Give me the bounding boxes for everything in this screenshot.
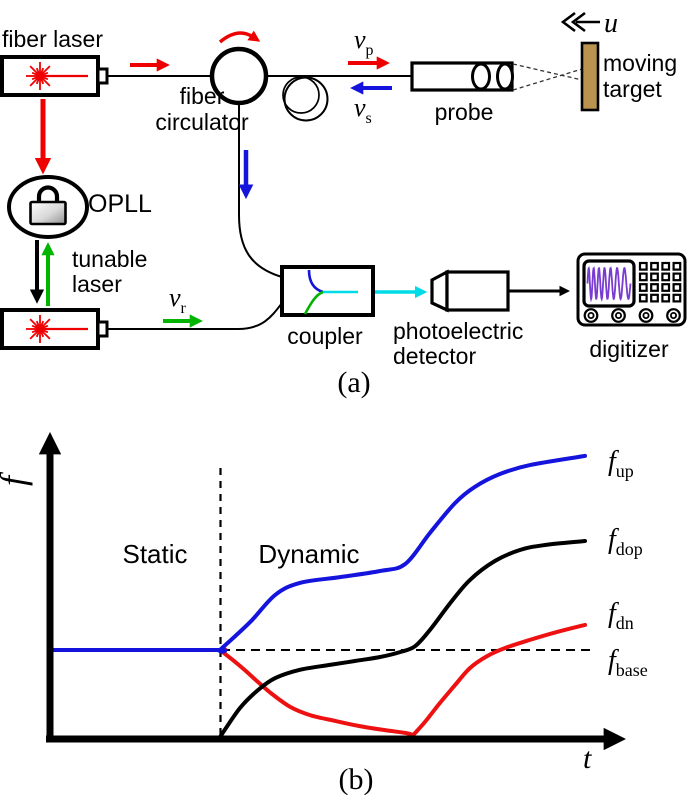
fiber-link <box>107 302 283 330</box>
digitizer-button <box>638 283 648 292</box>
fiber-coil-icon <box>283 76 329 122</box>
digitizer-button <box>661 272 671 282</box>
panel-b: f t Static Dynamic fup fdop fdn fbase (b… <box>0 431 648 795</box>
laser-emission-icon <box>26 315 88 343</box>
beam-path-dashed <box>512 68 583 91</box>
tunable-laser-connector <box>96 320 109 338</box>
fiber-circulator-icon <box>209 46 269 106</box>
padlock-icon <box>29 185 67 226</box>
digitizer-label: digitizer <box>589 336 669 362</box>
moving-target-bar <box>580 41 600 112</box>
digitizer-knob-dot <box>642 311 650 319</box>
digitizer-knobs <box>583 308 681 323</box>
photodetector-body <box>445 270 510 312</box>
digitizer-button <box>638 261 648 271</box>
region-static-label: Static <box>122 539 187 569</box>
fbase-label: fbase <box>608 645 648 680</box>
digitizer-button <box>672 283 682 292</box>
laser-emission-icon <box>26 62 88 90</box>
nu-p-label: νp <box>354 25 374 59</box>
digitizer-button <box>672 272 682 282</box>
digitizer-waveform-icon <box>586 265 632 303</box>
curve-fup <box>48 453 587 654</box>
digitizer-button <box>638 293 648 303</box>
region-dynamic-label: Dynamic <box>258 539 359 569</box>
coupler-label: coupler <box>287 323 363 349</box>
probe-lens <box>496 62 514 91</box>
circulator-label-1: fiber <box>180 83 225 109</box>
photodetector-nose <box>430 269 449 313</box>
fiber-coil-icon <box>282 76 320 114</box>
velocity-arrow <box>560 11 600 33</box>
fup-label: fup <box>608 446 634 481</box>
tunable-laser-label-2: laser <box>72 271 122 297</box>
digitizer-button <box>650 293 659 303</box>
opll-label: OPLL <box>88 190 152 218</box>
digitizer-button <box>638 272 648 282</box>
x-axis-label: t <box>583 742 592 775</box>
fdop-label: fdop <box>608 524 643 559</box>
panel-a: fiber laser fiber circulator νp νs probe <box>0 8 687 399</box>
y-axis-label: f <box>0 471 33 486</box>
digitizer-knob-dot <box>587 311 595 319</box>
caption-a: (a) <box>337 366 370 399</box>
curve-fdop <box>218 539 587 739</box>
fdn-label: fdn <box>608 598 634 633</box>
fiber-laser-label: fiber laser <box>2 26 103 52</box>
target-label-2: target <box>603 76 662 102</box>
digitizer-button <box>661 283 671 292</box>
beam-path-dashed <box>512 63 583 81</box>
digitizer-button <box>661 261 671 271</box>
digitizer-knob-dot <box>615 311 623 319</box>
nu-r-label: νr <box>169 283 187 317</box>
detector-label-2: detector <box>393 343 476 369</box>
nu-s-label: νs <box>354 93 372 127</box>
digitizer-button <box>672 261 682 271</box>
digitizer-button <box>650 261 659 271</box>
caption-b: (b) <box>339 763 374 795</box>
digitizer-button <box>650 283 659 292</box>
digitizer-button <box>650 272 659 282</box>
circulator-label-2: circulator <box>155 109 249 135</box>
tunable-laser-label-1: tunable <box>72 246 147 272</box>
probe-lens <box>471 62 491 91</box>
digitizer-button <box>672 293 682 303</box>
digitizer-buttons <box>638 261 682 303</box>
fiber-link <box>238 103 283 278</box>
coupler-junction-icon <box>303 269 358 315</box>
fiber-laser-connector <box>96 67 109 85</box>
circulator-direction-arrow <box>218 30 261 44</box>
probe-label: probe <box>435 99 494 125</box>
target-label-1: moving <box>603 50 677 76</box>
digitizer-knob-dot <box>670 311 678 319</box>
velocity-label: u <box>604 8 618 39</box>
detector-label-1: photoelectric <box>393 318 523 344</box>
curve-fdn <box>48 622 587 737</box>
digitizer-button <box>661 293 671 303</box>
